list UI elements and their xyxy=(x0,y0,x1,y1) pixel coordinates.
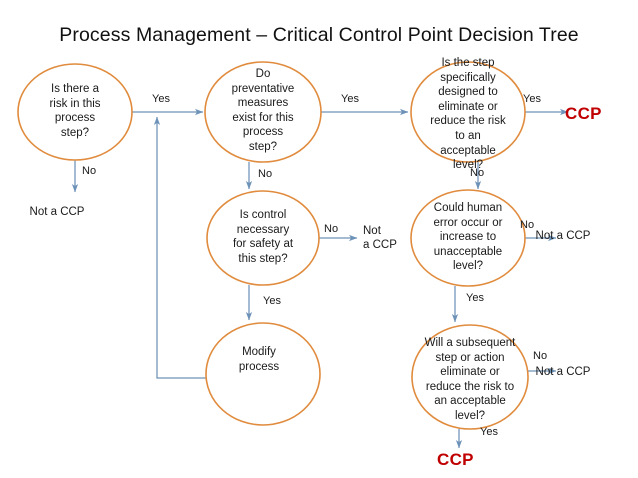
edge-label-q1-no: No xyxy=(82,165,97,177)
subsequent-step-question-label: Will a subsequent step or action elimina… xyxy=(424,337,516,422)
modify-process-node-label: Modify process xyxy=(238,346,280,373)
step-designed-question-label: Is the step specifically designed to eli… xyxy=(430,57,506,172)
risk-question-label: Is there a risk in this process step? xyxy=(49,83,101,139)
edge-label-q2-yes: Yes xyxy=(341,93,359,105)
control-necessary-question-label: Is control necessary for safety at this … xyxy=(232,209,294,265)
edge-label-q4-no: No xyxy=(324,223,339,235)
terminal-not-a-ccp-right-mid: Not a CCP xyxy=(535,230,591,242)
edge-label-q3-no: No xyxy=(470,167,485,179)
page-title: Process Management – Critical Control Po… xyxy=(59,24,579,46)
edge-label-q1-yes: Yes xyxy=(152,93,170,105)
edge-label-q7-yes: Yes xyxy=(480,426,498,438)
connector-modify-feedback-loop-line xyxy=(153,116,206,379)
terminal-not-a-ccp-left: Not a CCP xyxy=(29,206,85,218)
edge-label-q7-no: No xyxy=(533,350,548,362)
edge-label-q3-yes: Yes xyxy=(523,93,541,105)
edge-label-q5-no: No xyxy=(520,219,535,231)
human-error-question-label: Could human error occur or increase to u… xyxy=(433,202,503,273)
edge-label-q2-no: No xyxy=(258,168,273,180)
preventative-measures-question-label: Do preventative measures exist for this … xyxy=(231,68,295,153)
ccp-result-top: CCP xyxy=(565,104,602,123)
edge-label-q4-yes: Yes xyxy=(263,295,281,307)
edge-label-q5-yes: Yes xyxy=(466,292,484,304)
terminal-not-a-ccp-right-bottom: Not a CCP xyxy=(535,366,591,378)
terminal-not-a-ccp-middle: Not a CCP xyxy=(363,225,397,251)
ccp-result-bottom: CCP xyxy=(437,450,474,469)
